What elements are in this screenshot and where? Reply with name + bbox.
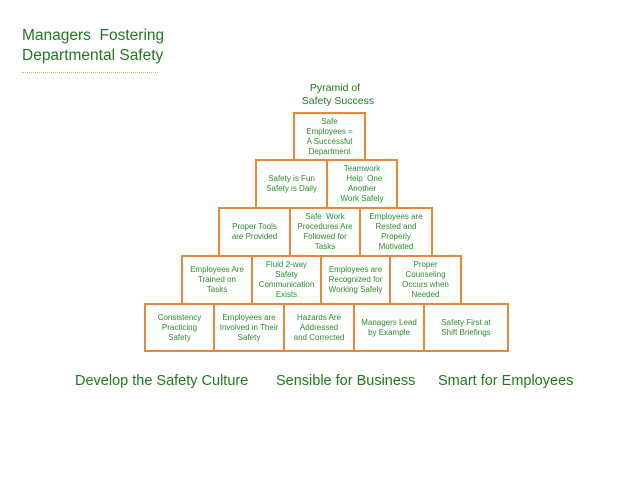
pyramid-block: Safe Employees = A Successful Department: [293, 112, 366, 161]
page-title: Managers Fostering Departmental Safety: [22, 27, 165, 64]
tagline-culture: Develop the Safety Culture: [75, 373, 249, 389]
pyramid-block: Hazards Are Addressed and Corrected: [283, 303, 355, 352]
pyramid-block: Proper Counseling Occurs when Needed: [389, 255, 462, 305]
pyramid-block: Safety First at Shift Briefings: [423, 303, 509, 352]
pyramid-block: Consistency Practicing Safety: [144, 303, 215, 352]
tagline-employees: Smart for Employees: [438, 373, 574, 389]
pyramid-block: Safety is Fun Safety is Daily: [255, 159, 328, 209]
pyramid-block: Employees are Involved in Their Safety: [213, 303, 285, 352]
tagline-business: Sensible for Business: [276, 373, 416, 389]
pyramid-title: Pyramid of Safety Success: [301, 82, 375, 107]
pyramid-block: Fluid 2-way Safety Communication Exists: [251, 255, 322, 305]
pyramid-block: Safe Work Procedures Are Followed for Ta…: [289, 207, 361, 257]
pyramid-block: Managers Lead by Example: [353, 303, 425, 352]
pyramid-block: Employees are Recognized for Working Saf…: [320, 255, 391, 305]
pyramid-block: Proper Tools are Provided: [218, 207, 291, 257]
pyramid-block: Employees are Rested and Properly Motiva…: [359, 207, 433, 257]
title-divider: [22, 72, 158, 73]
pyramid-block: Employees Are Trained on Tasks: [181, 255, 253, 305]
pyramid-block: Teamwork Help One Another Work Safely: [326, 159, 398, 209]
